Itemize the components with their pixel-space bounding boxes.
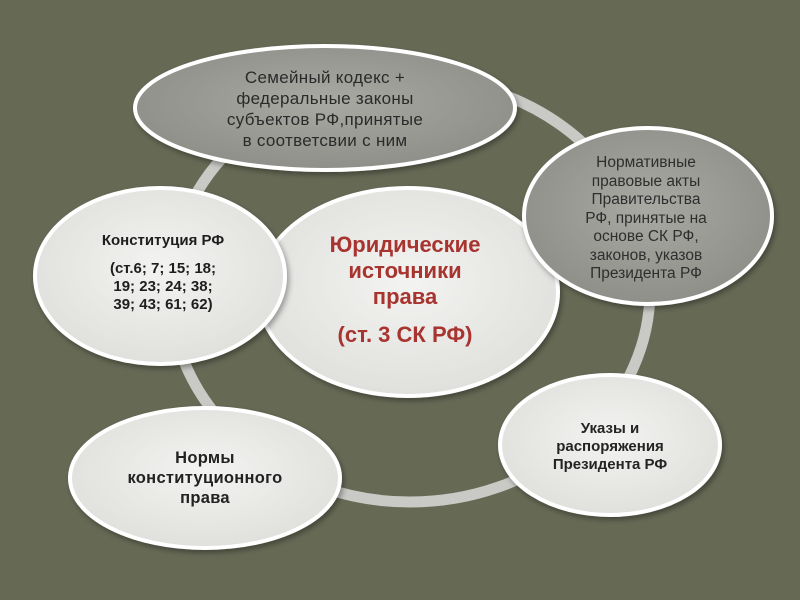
family-code-line: Семейный кодекс + (244, 68, 406, 87)
decrees-label: Указы и распоряжения Президента РФ (512, 402, 708, 492)
constitutional-norms-line: конституционного (127, 469, 283, 487)
constitution-title: Конституция РФ (101, 232, 225, 249)
government-acts-line: РФ, принятые на (585, 209, 707, 227)
constitution-label: Конституция РФ (ст.6; 7; 15; 18; 19; 23;… (68, 218, 258, 328)
government-acts-line: Правительства (591, 191, 701, 209)
constitution-ellipse (33, 186, 287, 366)
center-title-line: права (372, 284, 438, 309)
constitution-detail-line: 39; 43; 61; 62) (113, 296, 213, 313)
constitutional-norms-line: права (180, 489, 230, 507)
government-acts-line: основе СК РФ, (593, 228, 699, 246)
constitutional-norms-ellipse (68, 406, 342, 550)
center-title-line: Юридические (329, 232, 481, 257)
decrees-line: Президента РФ (552, 456, 668, 473)
family-code-ellipse (133, 44, 517, 172)
center-subtitle: (ст. 3 СК РФ) (337, 322, 473, 347)
government-acts-line: Президента РФ (590, 265, 702, 283)
family-code-line: субъектов РФ,принятые (226, 110, 424, 129)
decrees-ellipse (498, 373, 722, 517)
government-acts-line: правовые акты (591, 172, 701, 190)
constitution-detail-line: 19; 23; 24; 38; (113, 278, 213, 295)
constitutional-norms-line: Нормы (175, 449, 235, 467)
government-acts-label: Нормативные правовые акты Правительства … (536, 148, 756, 290)
family-code-line: федеральные законы (236, 89, 414, 108)
government-acts-line: законов, указов (589, 246, 703, 264)
government-acts-line: Нормативные (596, 154, 696, 172)
decrees-line: распоряжения (556, 438, 664, 455)
family-code-line: в соответсвии с ним (242, 131, 408, 150)
decrees-line: Указы и (580, 420, 640, 437)
constitutional-norms-label: Нормы конституционного права (90, 430, 320, 526)
constitution-detail-line: (ст.6; 7; 15; 18; (109, 260, 217, 277)
center-label: Юридические источники права (ст. 3 СК РФ… (275, 210, 535, 370)
family-code-label: Семейный кодекс + федеральные законы суб… (180, 58, 470, 160)
government-acts-ellipse (522, 126, 774, 306)
center-title-line: источники (348, 258, 462, 283)
